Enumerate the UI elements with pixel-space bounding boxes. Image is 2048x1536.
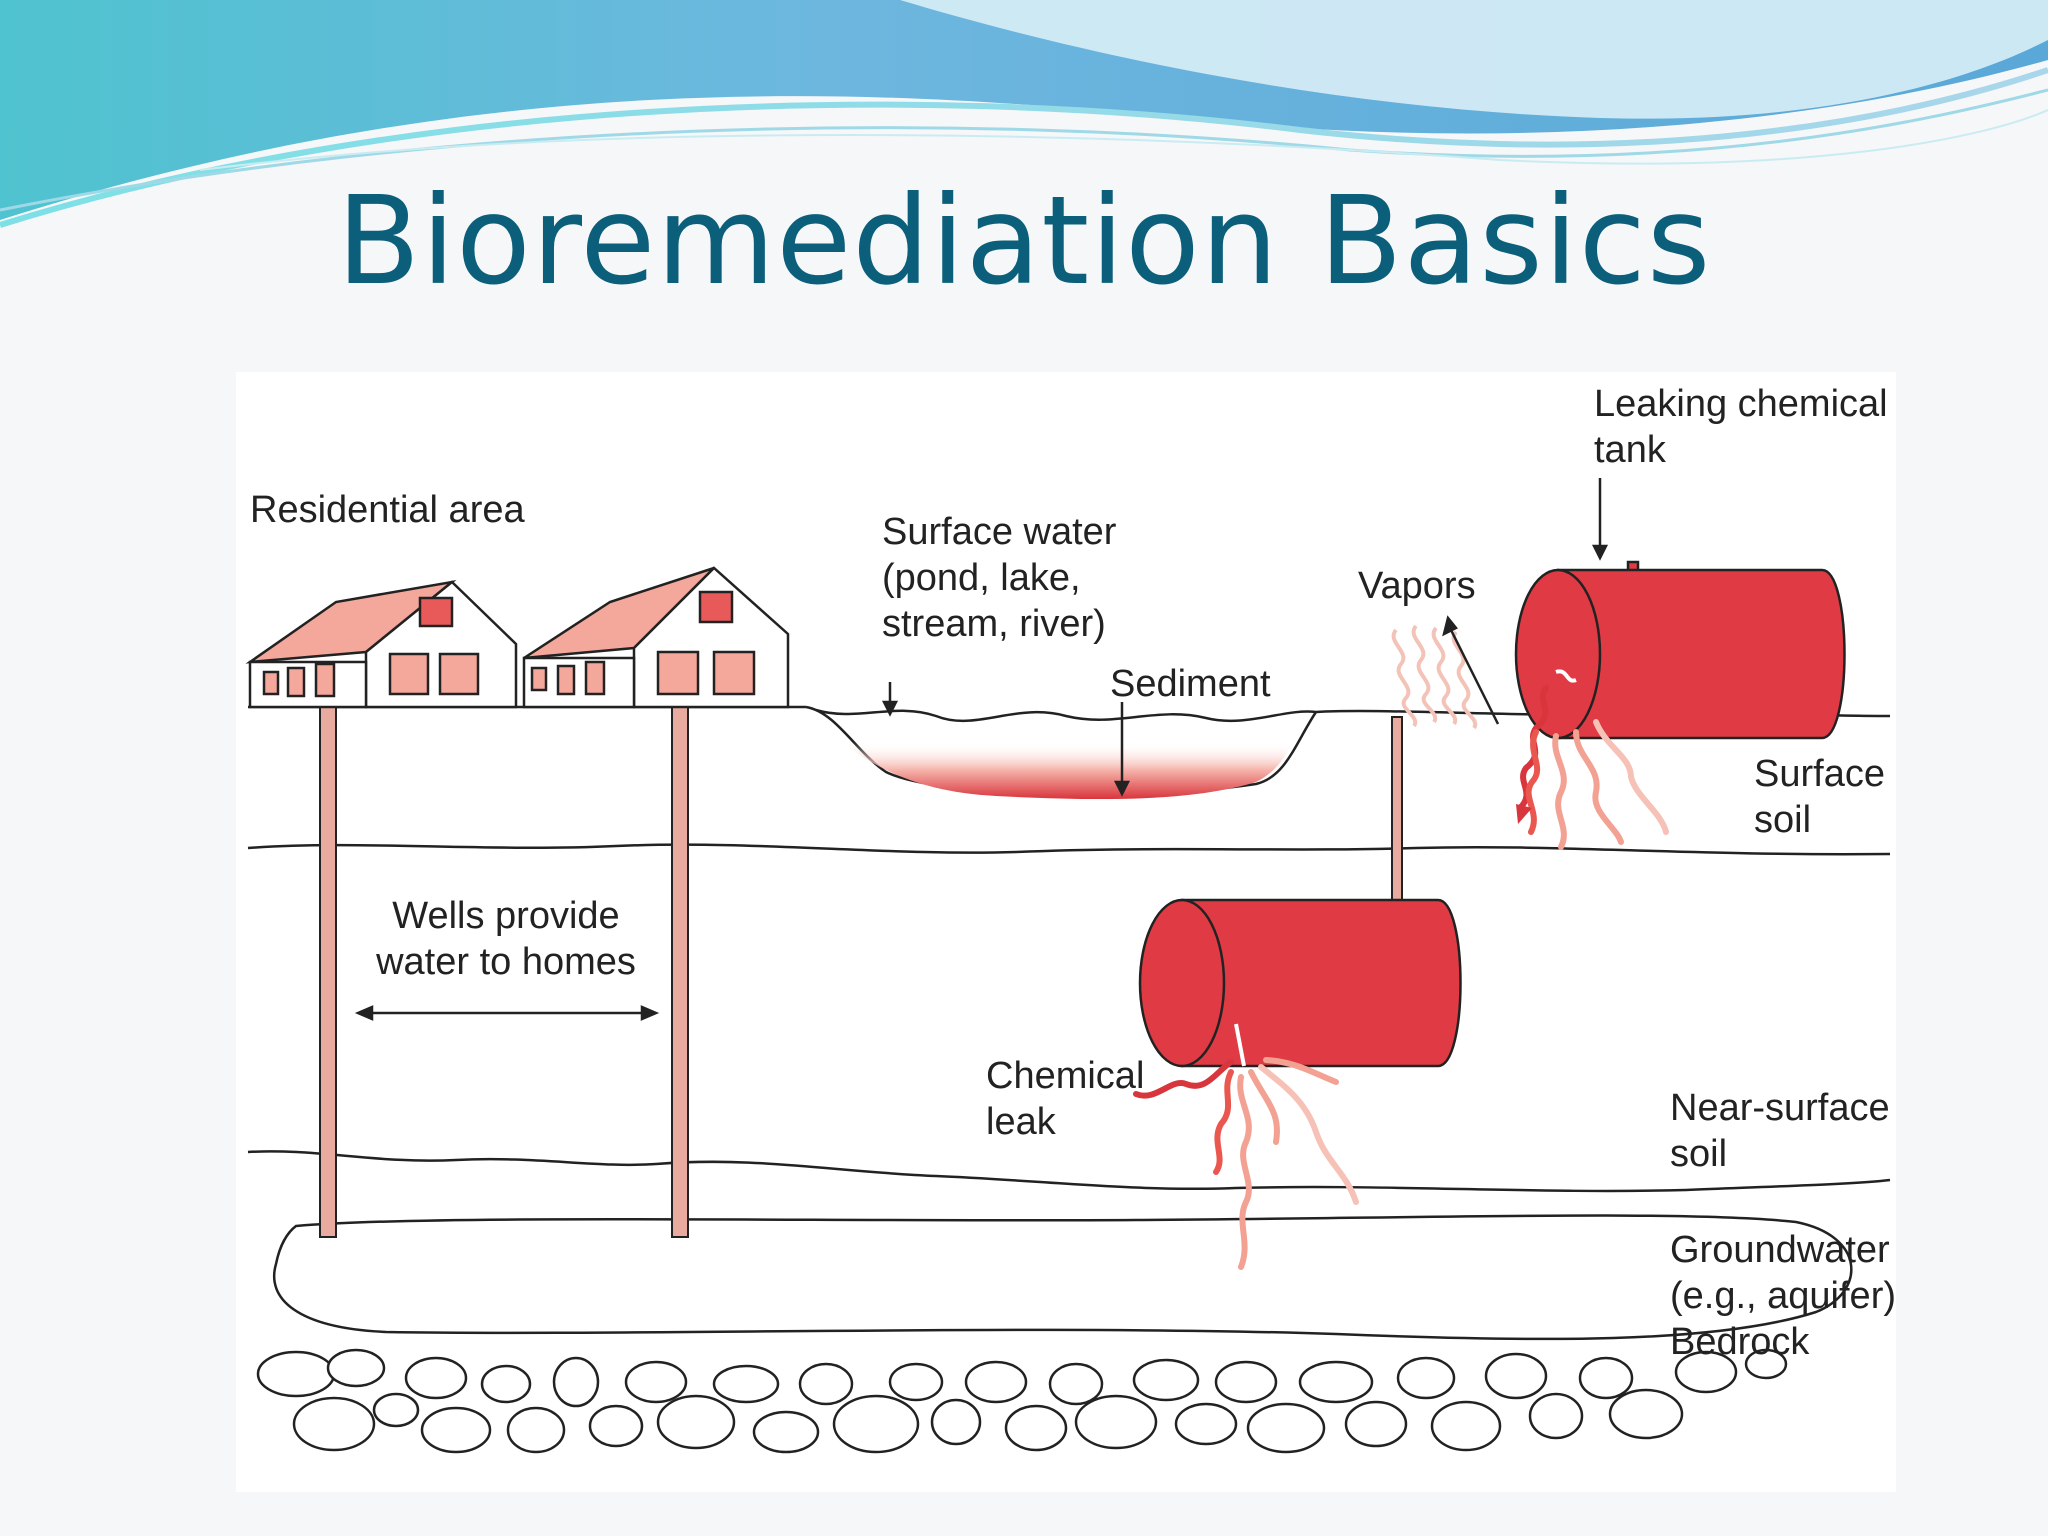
house-2 <box>522 566 790 709</box>
groundwater-aquifer-outline <box>273 1214 1853 1341</box>
label-arrows <box>354 478 1609 1021</box>
vapors <box>1391 624 1478 730</box>
label-chemical-leak-line-2: leak <box>986 1101 1057 1143</box>
well-pipe-left <box>319 706 337 1238</box>
bedrock-stones <box>256 1348 1788 1454</box>
label-wells-line-1: Wells provide <box>392 895 619 937</box>
label-near-surface-soil-line-2: soil <box>1670 1133 1727 1175</box>
label-residential-area: Residential area <box>250 489 525 531</box>
diagram-labels: Residential area Surface water (pond, la… <box>250 383 1896 1363</box>
label-groundwater-line-1: Groundwater <box>1670 1229 1890 1271</box>
label-leaking-tank-line-1: Leaking chemical <box>1594 383 1888 425</box>
label-surface-soil-line-1: Surface <box>1754 753 1885 795</box>
label-sediment: Sediment <box>1110 663 1271 705</box>
label-surface-water-line-3: stream, river) <box>882 603 1106 645</box>
near-surface-soil-boundary <box>247 1150 1891 1193</box>
label-surface-water-line-1: Surface water <box>882 511 1117 553</box>
label-bedrock: Bedrock <box>1670 1321 1810 1363</box>
house-1 <box>245 579 518 709</box>
label-surface-soil-line-2: soil <box>1754 799 1811 841</box>
label-chemical-leak-line-1: Chemical <box>986 1055 1144 1097</box>
decorative-wave-header <box>0 0 2048 228</box>
buried-chemical-tank <box>1138 898 1462 1068</box>
leaking-chemical-tank <box>1514 560 1846 740</box>
label-wells-line-2: water to homes <box>375 941 636 983</box>
pond-sediment-fill <box>841 742 1291 800</box>
diagram-panel: Residential area Surface water (pond, la… <box>236 372 1896 1492</box>
slide-title: Bioremediation Basics <box>336 170 1712 312</box>
surface-soil-boundary <box>247 843 1891 856</box>
bioremediation-diagram: Residential area Surface water (pond, la… <box>245 383 1896 1454</box>
label-near-surface-soil-line-1: Near-surface <box>1670 1087 1890 1129</box>
well-pipe-right <box>671 706 689 1238</box>
buried-leak-plumes <box>1133 1057 1359 1270</box>
label-vapors: Vapors <box>1358 565 1476 607</box>
label-groundwater-line-2: (e.g., aquifer) <box>1670 1275 1896 1317</box>
water-surface-line <box>815 708 1317 723</box>
label-leaking-tank-line-2: tank <box>1594 429 1667 471</box>
label-surface-water-line-2: (pond, lake, <box>882 557 1081 599</box>
surface-leak-plumes <box>1517 685 1669 850</box>
